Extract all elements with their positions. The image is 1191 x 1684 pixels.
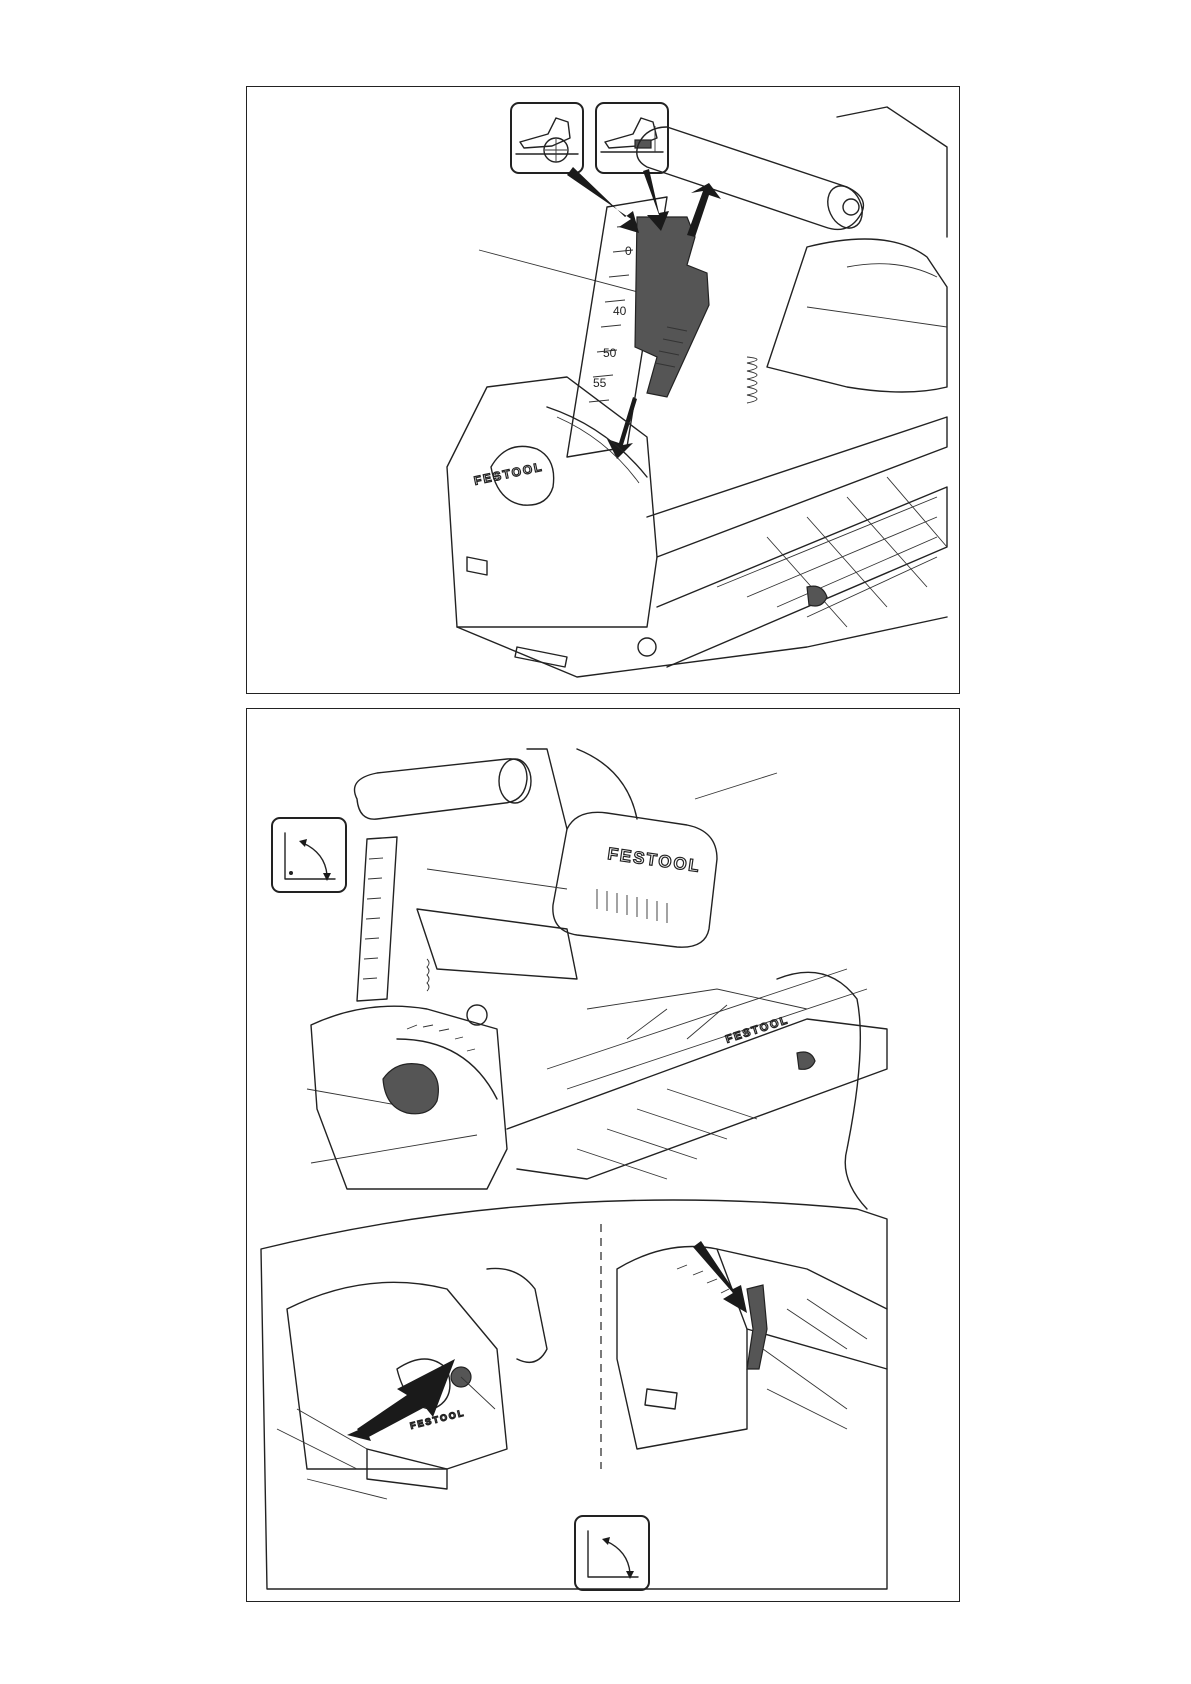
brand-logo: FESTOOL bbox=[473, 460, 545, 488]
figure-top-panel: 0 40 50 55 FESTOOL bbox=[246, 86, 960, 694]
brand-logo: FESTOOL bbox=[724, 1014, 790, 1046]
saw-bottom-drawing: FESTOOL FESTOOL FESTOO bbox=[247, 709, 959, 1601]
saw-top-drawing: 0 40 50 55 FESTOOL bbox=[247, 87, 959, 693]
scale-tick-label: 40 bbox=[613, 304, 627, 318]
brand-logo: FESTOOL bbox=[409, 1408, 466, 1431]
direction-arrow bbox=[693, 1241, 747, 1313]
brand-logo: FESTOOL bbox=[606, 844, 702, 876]
scale-tick-label: 0 bbox=[625, 244, 632, 258]
direction-arrow bbox=[687, 183, 721, 237]
direction-arrow bbox=[357, 1359, 455, 1439]
direction-arrow bbox=[567, 167, 639, 233]
figure-bottom-panel: FESTOOL FESTOOL FESTOO bbox=[246, 708, 960, 1602]
scale-tick-label: 55 bbox=[593, 376, 607, 390]
scale-tick-label: 50 bbox=[603, 346, 617, 360]
